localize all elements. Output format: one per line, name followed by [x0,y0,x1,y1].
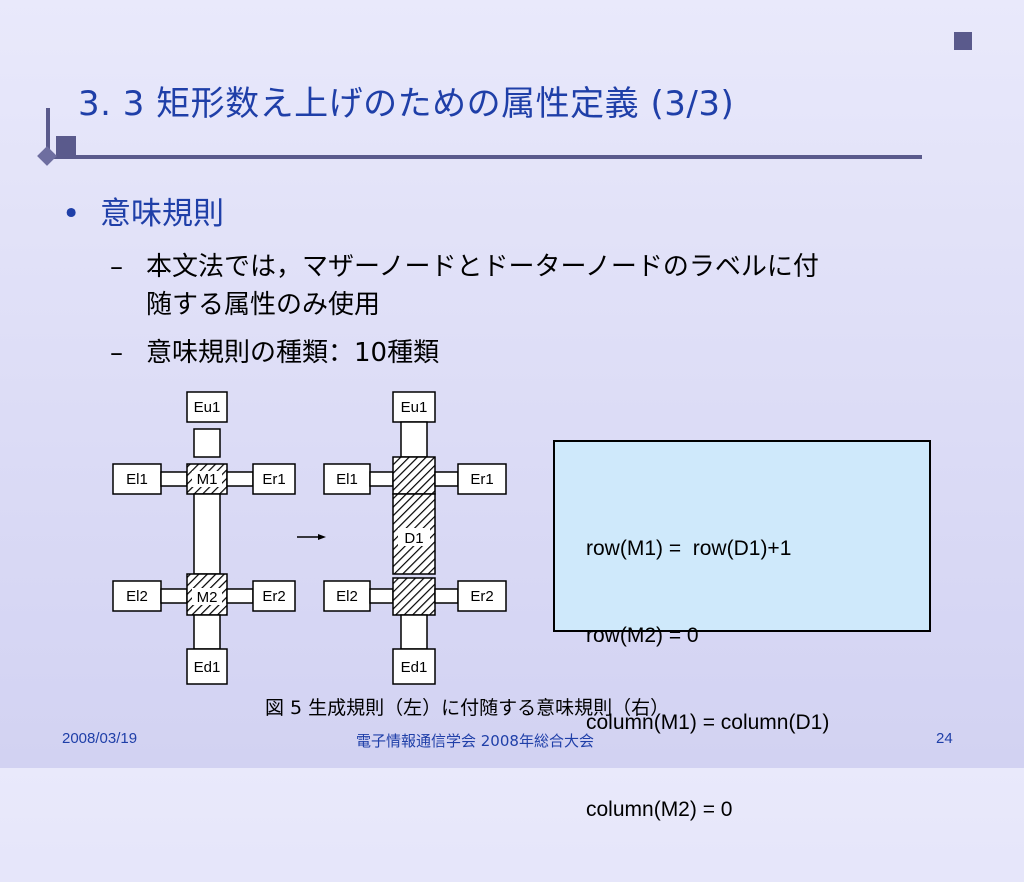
node-box [323,463,371,495]
node-box [252,463,296,495]
node-box [112,580,162,612]
node-label: Er2 [470,588,493,605]
connector [193,428,221,458]
corner-square-decoration [954,32,972,50]
bullet-text: 意味規則 [100,196,224,232]
node-label: M1 [197,471,218,488]
connector [434,471,459,487]
node-label: Ed1 [401,659,428,676]
sub-bullet-2-text: 意味規則の種類：10種類 [146,338,440,368]
node-box [112,463,162,495]
title-rule-block [56,136,76,158]
connector [160,588,188,604]
node-box [457,580,507,612]
node-label: Er2 [262,588,285,605]
connector [369,471,394,487]
footer-event: 電子情報通信学会 2008年総合大会 [356,732,594,750]
left-diagram: Eu1 El1 M1 Er1 El2 M2 Er2 Ed1 [112,391,296,685]
node-label: Er1 [470,471,493,488]
node-label: El2 [126,588,148,605]
label-bg [192,471,222,487]
connector [369,588,394,604]
title-rule-vertical [46,108,50,158]
connector [400,614,428,650]
node-label: El2 [336,588,358,605]
node-box [457,463,507,495]
node-label: El1 [126,471,148,488]
sub-bullet-2: –意味規則の種類：10種類 [110,334,439,372]
node-box [186,391,228,423]
dash-mark: – [110,252,123,282]
slide-title: 3. 3 矩形数え上げのための属性定義 (3/3) [78,84,735,124]
bullet-mark: • [62,196,81,232]
sub-bullet-1: –本文法では，マザーノードとドーターノードのラベルに付 [110,248,819,286]
connector [434,588,459,604]
node-box [392,391,436,423]
connector [400,421,428,458]
connector [160,471,188,487]
node-box [252,580,296,612]
connector [193,614,221,650]
semantic-rules-box: row(M1) = row(D1)+1 row(M2) = 0 column(M… [553,440,931,821]
node-label: El1 [336,471,358,488]
connector [193,493,221,575]
semantic-rule-line: row(M2) = 0 [586,624,699,647]
node-box [392,648,436,685]
footer-page-number: 24 [936,730,953,747]
sub-bullet-1-line-1: 本文法では，マザーノードとドーターノードのラベルに付 [146,252,819,282]
sub-bullet-1-line-2: 随する属性のみ使用 [146,290,381,320]
footer-date: 2008/03/19 [62,730,138,747]
title-rule-horizontal [46,155,922,159]
node-label: Ed1 [194,659,221,676]
connector [226,471,254,487]
figure-caption: 図 5 生成規則（左）に付随する意味規則（右） [265,697,670,719]
label-bg [192,588,222,605]
dash-mark: – [110,338,123,368]
node-label: M2 [197,589,218,606]
node-label: Eu1 [401,399,428,416]
semantic-rule-line: row(M1) = row(D1)+1 [586,537,792,560]
semantic-rule-line: column(M1) = column(D1) [586,711,830,734]
bullet-item: • 意味規則 [62,188,224,233]
node-box [323,580,371,612]
node-label: Eu1 [194,399,221,416]
node-label: Er1 [262,471,285,488]
semantic-rules-list: row(M1) = row(D1)+1 row(M2) = 0 column(M… [586,476,829,882]
arrow-right-icon [297,534,326,540]
rule-diagram: Eu1 El1 M1 Er1 El2 M2 Er2 Ed1 Eu1 El1 [112,391,507,685]
daughter-node-segment [392,456,436,495]
daughter-node-segment [392,577,436,616]
label-bg [398,528,430,546]
connector [226,588,254,604]
right-diagram: Eu1 El1 Er1 D1 El2 Er2 Ed1 [323,391,507,685]
node-label: D1 [404,530,423,547]
semantic-rule-line: column(M2) = 0 [586,798,733,821]
node-box [186,648,228,685]
